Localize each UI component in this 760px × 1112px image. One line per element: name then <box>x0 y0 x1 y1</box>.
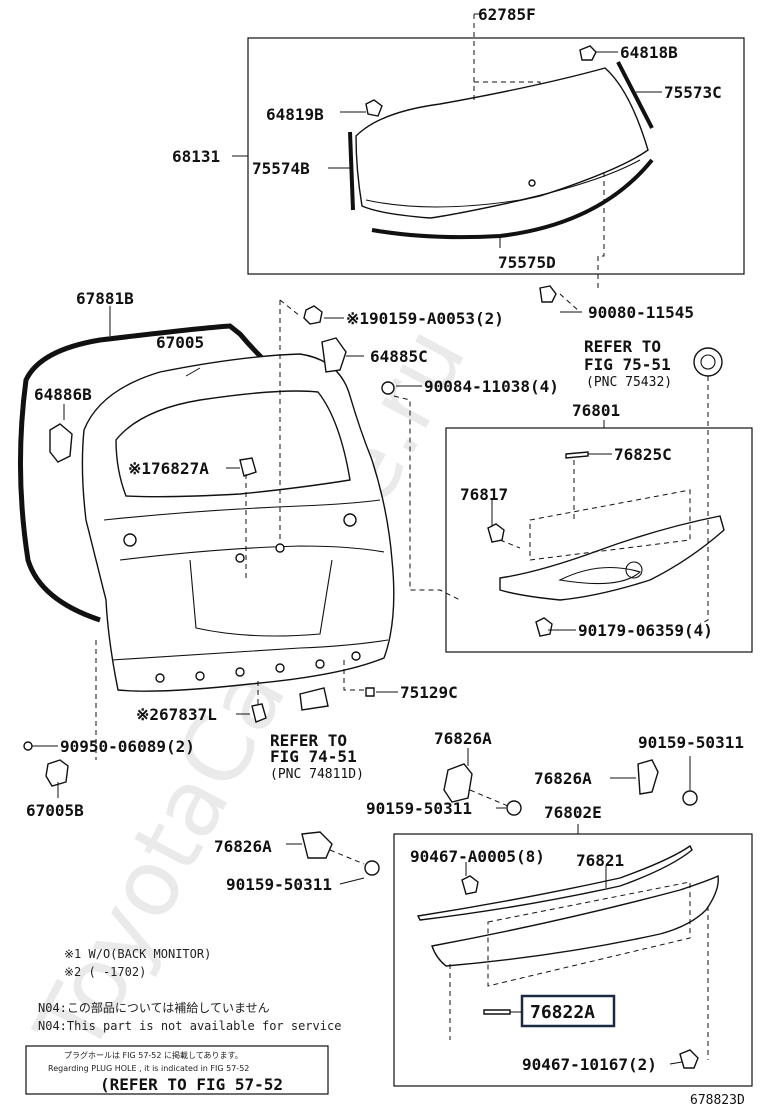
label-67005: 67005 <box>156 333 204 352</box>
label-67005B: 67005B <box>26 801 84 820</box>
molding-75573C[interactable] <box>616 61 654 129</box>
note-plug-ref: (REFER TO FIG 57-52 <box>100 1075 283 1094</box>
nut-90179-06359[interactable] <box>535 617 553 637</box>
label-75574B: 75574B <box>252 159 310 178</box>
label-refer-75-51-a: REFER TO <box>584 337 661 356</box>
clip-64818B[interactable] <box>579 45 597 61</box>
stopper-67005B[interactable] <box>45 759 69 787</box>
bracket-76826A-1[interactable] <box>443 763 473 803</box>
emblem-76822A-highlight[interactable] <box>520 994 616 1028</box>
glass-inner-line <box>365 159 641 208</box>
bracket-76826A-3[interactable] <box>301 831 333 859</box>
molding-75575D[interactable] <box>371 158 654 240</box>
note-2: ※2 ( -1702) <box>64 965 146 979</box>
label-refer-75-51-c: (PNC 75432) <box>586 375 672 390</box>
label-64819B: 64819B <box>266 105 324 124</box>
weatherstrip-67881B[interactable] <box>17 323 264 623</box>
label-62785F: 62785F <box>478 5 536 24</box>
plug-hole-note-box <box>25 1045 329 1095</box>
label-76826A-2: 76826A <box>534 769 592 788</box>
hole-plug-90950[interactable] <box>23 741 33 751</box>
label-75129C: 75129C <box>400 683 458 702</box>
garnish-76802E[interactable] <box>431 874 719 967</box>
license-recess <box>189 559 333 637</box>
back-door-glass[interactable] <box>355 67 649 219</box>
molding-75574B[interactable] <box>348 131 355 211</box>
label-76826A-1: 76826A <box>434 729 492 748</box>
lower-garnish-group-box <box>393 833 753 1087</box>
note-plug-en: Regarding PLUG HOLE , it is indicated in… <box>48 1064 249 1073</box>
label-75575D: 75575D <box>498 253 556 272</box>
bolt-90084-11038[interactable] <box>381 381 395 395</box>
label-refer-74-51-b: FIG 74-51 <box>270 747 357 766</box>
label-90159-50311-1: 90159-50311 <box>366 799 472 818</box>
label-90080-11545: 90080-11545 <box>588 303 694 322</box>
note-1: ※1 W/O(BACK MONITOR) <box>64 947 211 961</box>
bumper-67837L[interactable] <box>251 703 267 723</box>
label-76826A-3: 76826A <box>214 837 272 856</box>
bolt-90159-50311-3[interactable] <box>364 860 380 876</box>
label-refer-74-51-a: REFER TO <box>270 731 347 750</box>
cushion-64886B[interactable] <box>49 423 73 463</box>
label-90159-A0053: ※190159-A0053(2) <box>346 309 504 328</box>
label-76802E: 76802E <box>544 803 602 822</box>
label-90159-50311-2: 90159-50311 <box>638 733 744 752</box>
label-refer-74-51-c: (PNC 74811D) <box>270 767 364 782</box>
seal-76825C[interactable] <box>565 451 589 459</box>
clip-90467-A0005[interactable] <box>461 875 479 895</box>
label-76821: 76821 <box>576 851 624 870</box>
label-90950-06089: 90950-06089(2) <box>60 737 195 756</box>
label-76801: 76801 <box>572 401 620 420</box>
note-n04-en: N04:This part is not available for servi… <box>38 1019 341 1033</box>
lower-ghost-outline <box>487 881 691 987</box>
clip-76817[interactable] <box>487 523 505 543</box>
bracket-64885C[interactable] <box>321 337 347 373</box>
bolt-90159-50311-1[interactable] <box>506 800 522 816</box>
label-90467-10167: 90467-10167(2) <box>522 1055 657 1074</box>
label-90467-A0005: 90467-A0005(8) <box>410 847 545 866</box>
label-67881B: 67881B <box>76 289 134 308</box>
garnish-76801[interactable] <box>499 515 725 601</box>
note-n04-jp: N04:この部品については補給していません <box>38 1000 270 1015</box>
note-plug-jp: プラグホールは FIG 57-52 に掲載してあります。 <box>64 1050 243 1060</box>
bracket-76826A-2[interactable] <box>637 759 659 795</box>
molding-76821[interactable] <box>416 844 693 921</box>
label-refer-75-51-b: FIG 75-51 <box>584 355 671 374</box>
garnish-group-box <box>445 427 753 653</box>
emblem-76822A-marker <box>483 1009 511 1015</box>
figure-id: 678823D <box>690 1093 745 1108</box>
garnish-ghost-outline <box>529 489 691 561</box>
label-64885C: 64885C <box>370 347 428 366</box>
clip-76827A[interactable] <box>239 457 257 477</box>
label-75573C: 75573C <box>664 83 722 102</box>
label-76817: 76817 <box>460 485 508 504</box>
label-68131: 68131 <box>172 147 220 166</box>
garnish-recess <box>558 566 642 585</box>
bolt-90159-50311-2[interactable] <box>682 790 698 806</box>
clip-90080-11545[interactable] <box>539 285 557 303</box>
clip-64819B[interactable] <box>365 99 383 117</box>
label-90159-50311-3: 90159-50311 <box>226 875 332 894</box>
label-64886B: 64886B <box>34 385 92 404</box>
emblem-75432[interactable] <box>693 347 723 377</box>
label-76825C: 76825C <box>614 445 672 464</box>
label-90179-06359: 90179-06359(4) <box>578 621 713 640</box>
garnish-switch-hole <box>625 561 643 579</box>
glass-hole <box>528 179 536 187</box>
clip-90467-10167[interactable] <box>679 1049 699 1069</box>
label-76827A: ※176827A <box>128 459 209 478</box>
clip-75129C[interactable] <box>365 687 375 697</box>
lamp-ref-74811D[interactable] <box>299 687 329 711</box>
label-76822A: 76822A <box>530 1002 595 1023</box>
bolt-90159-A0053[interactable] <box>303 305 323 325</box>
door-window-opening <box>115 390 351 498</box>
label-64818B: 64818B <box>620 43 678 62</box>
label-67837L: ※267837L <box>136 705 217 724</box>
label-90084-11038: 90084-11038(4) <box>424 377 559 396</box>
panel-holes <box>123 513 361 683</box>
